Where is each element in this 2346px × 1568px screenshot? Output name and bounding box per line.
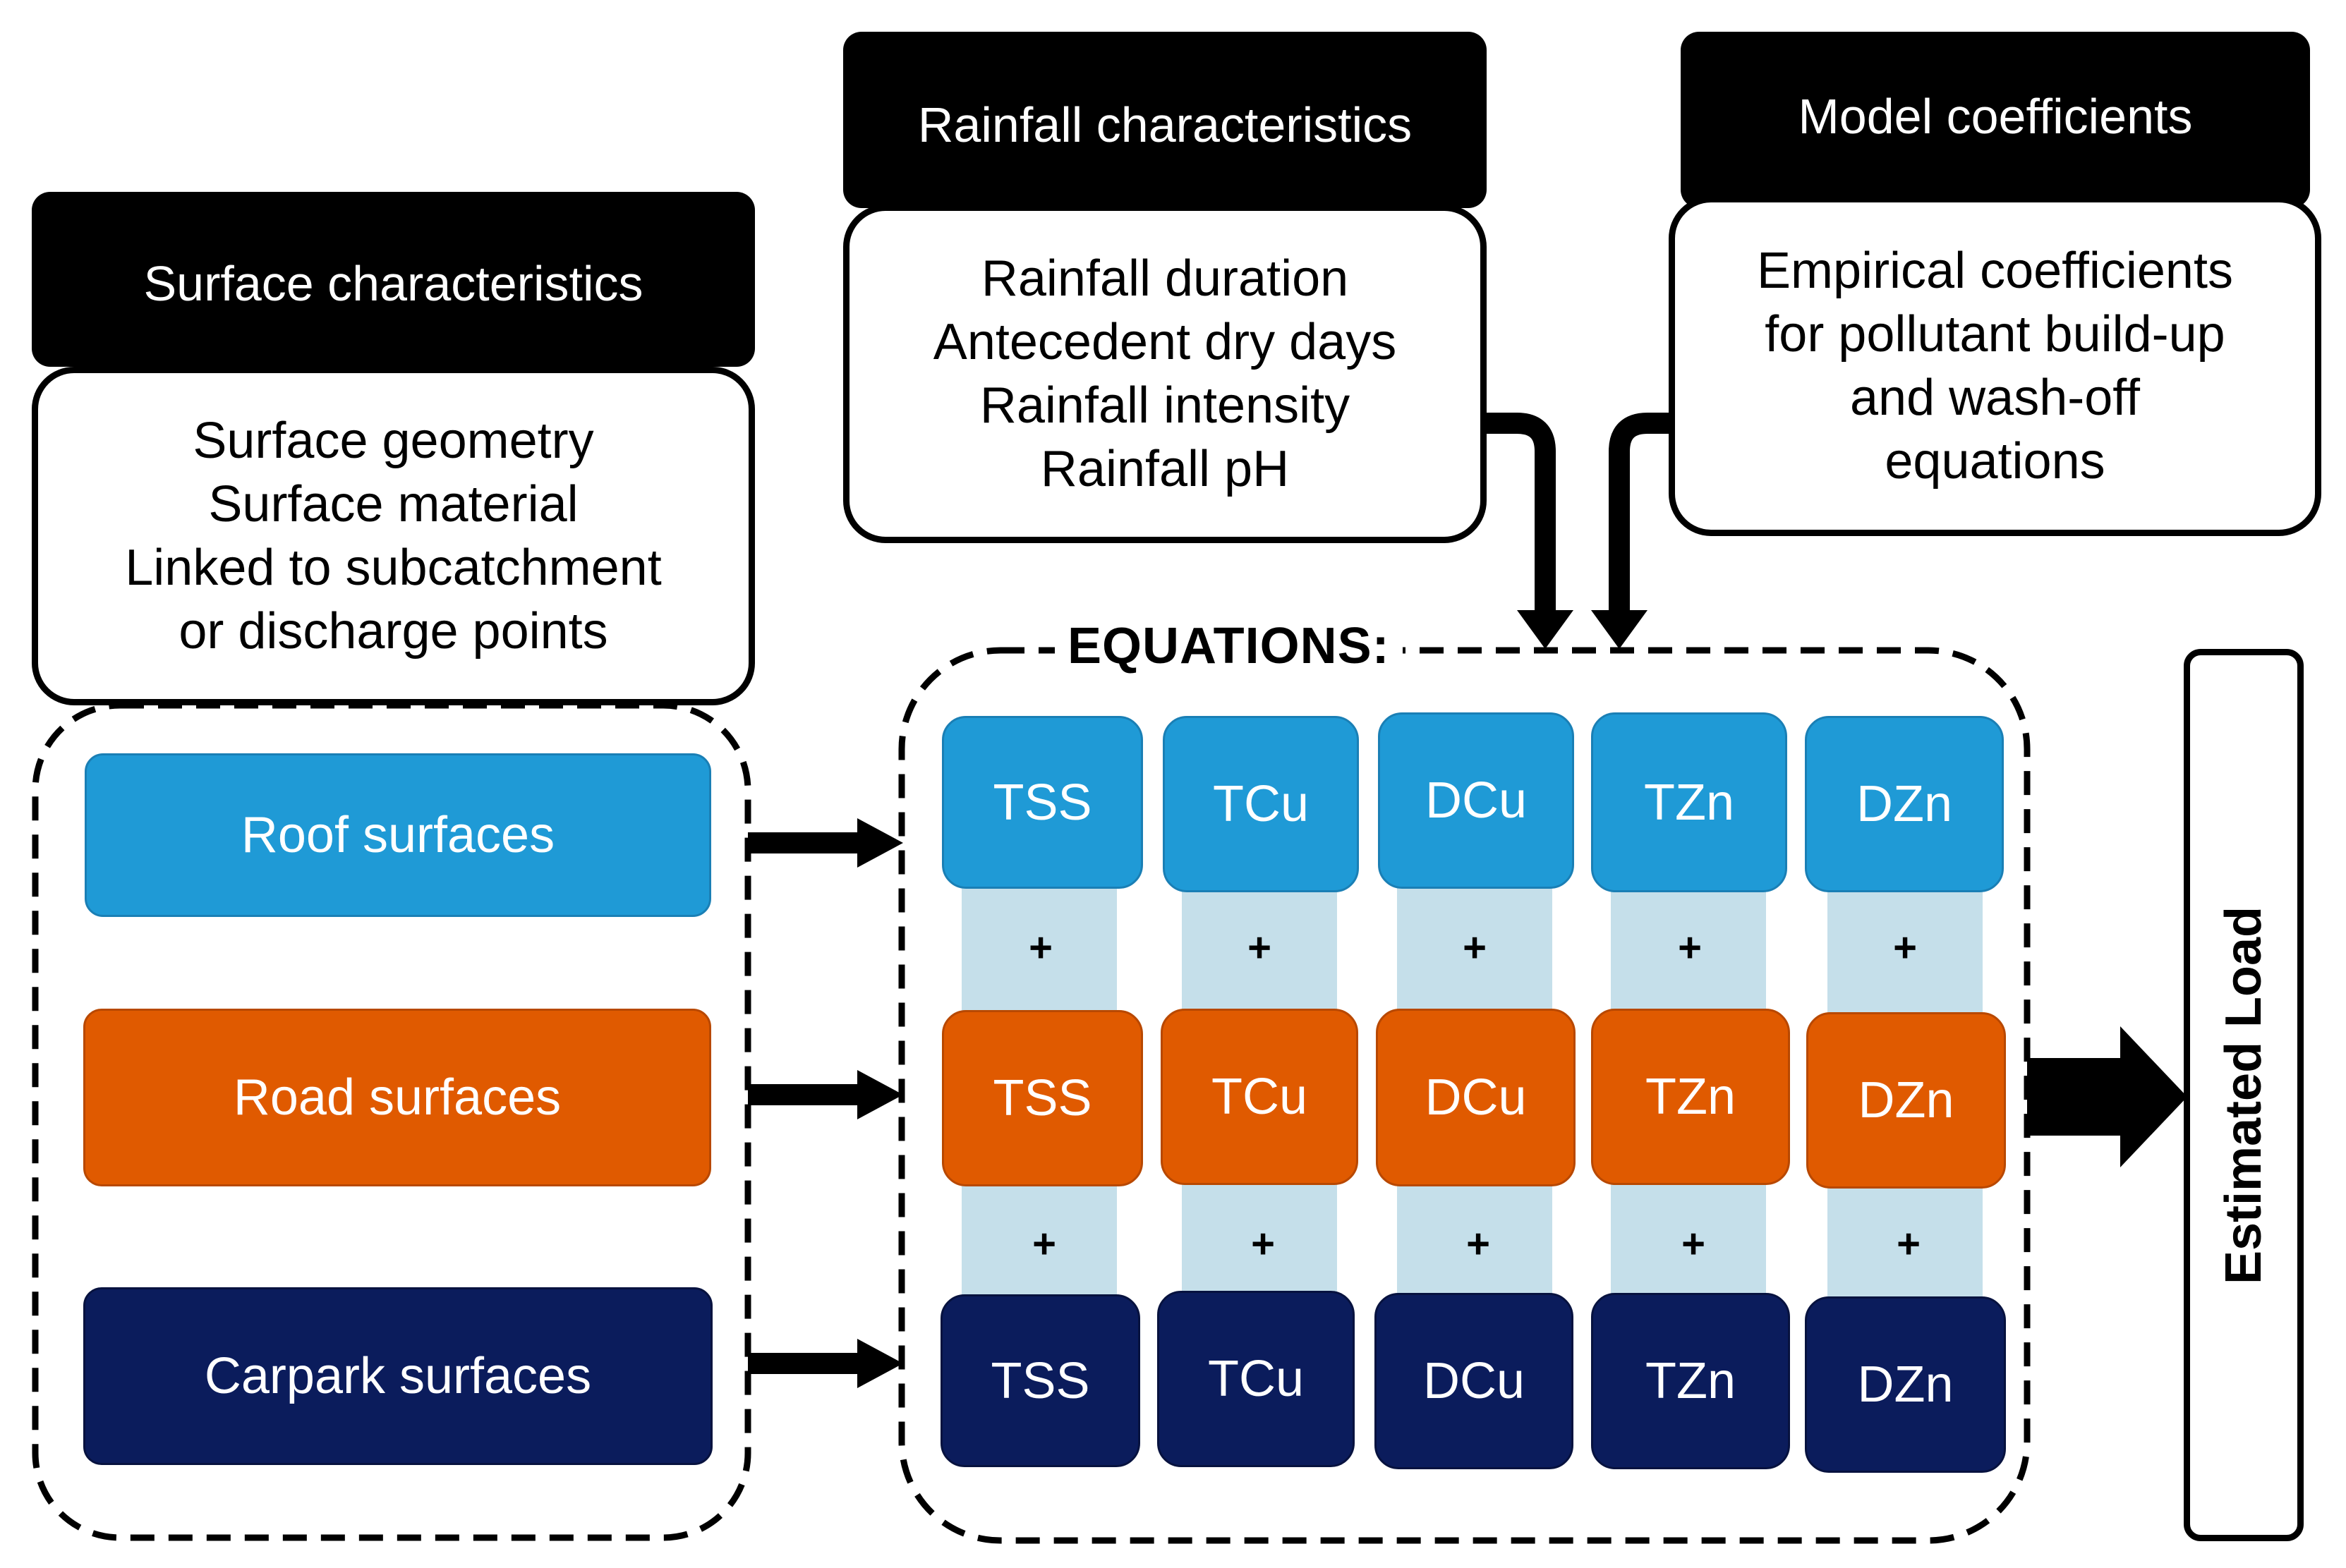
rainfall-item: Antecedent dry days <box>933 314 1397 370</box>
connector-band <box>1397 885 1552 1012</box>
connector-band <box>1611 885 1766 1012</box>
plus-operator: + <box>1463 925 1487 971</box>
pollutant-label: DZn <box>1856 776 1953 832</box>
surface-item: Surface material <box>208 476 579 533</box>
roof-dzn-cell: DZn <box>1805 716 2004 892</box>
model-coefficients-header: Model coefficients <box>1681 32 2310 208</box>
pollutant-label: TCu <box>1211 1069 1308 1125</box>
connector-band <box>1182 1181 1337 1301</box>
pollutant-label: TZn <box>1643 774 1734 831</box>
connector-band <box>1397 1181 1552 1301</box>
rainfall-item: Rainfall duration <box>981 250 1349 307</box>
pollutant-label: DZn <box>1858 1072 1954 1129</box>
roof-surfaces-label: Roof surfaces <box>241 807 555 863</box>
carpark-dcu-cell: DCu <box>1374 1293 1573 1469</box>
coefficients-item: and wash-off <box>1850 370 2140 426</box>
plus-operator: + <box>1251 1221 1275 1267</box>
rainfall-item: Rainfall intensity <box>979 377 1350 434</box>
connector-band <box>962 885 1117 1012</box>
roof-arrow <box>748 818 903 868</box>
roof-tzn-cell: TZn <box>1591 712 1787 892</box>
plus-operator: + <box>1029 925 1053 971</box>
plus-operator: + <box>1893 925 1917 971</box>
model-coefficients-title: Model coefficients <box>1798 89 2193 144</box>
plus-operator: + <box>1466 1221 1490 1267</box>
rainfall-item: Rainfall pH <box>1040 441 1290 497</box>
plus-operator: + <box>1247 925 1271 971</box>
coefficients-item: for pollutant build-up <box>1765 306 2225 363</box>
connector-band <box>1827 1181 1983 1301</box>
surface-characteristics-title: Surface characteristics <box>143 256 643 311</box>
carpark-tcu-cell: TCu <box>1157 1291 1355 1467</box>
surface-item: or discharge points <box>179 603 608 660</box>
road-tcu-cell: TCu <box>1161 1009 1358 1185</box>
road-tzn-cell: TZn <box>1591 1009 1790 1185</box>
pollutant-label: TSS <box>993 1070 1092 1126</box>
pollutant-label: TCu <box>1207 1351 1305 1407</box>
plus-operator: + <box>1897 1221 1921 1267</box>
roof-tss-cell: TSS <box>942 716 1143 889</box>
carpark-dzn-cell: DZn <box>1805 1296 2006 1473</box>
connector-band <box>962 1181 1117 1301</box>
pollutant-label: TCu <box>1212 776 1310 832</box>
carpark-tzn-cell: TZn <box>1591 1293 1790 1469</box>
plus-operator: + <box>1032 1221 1056 1267</box>
output-arrow <box>2027 1026 2187 1167</box>
surface-characteristics-header: Surface characteristics <box>32 192 755 367</box>
surfaces-dashed-container <box>32 702 751 1541</box>
rainfall-characteristics-box: Rainfall duration Antecedent dry days Ra… <box>843 205 1487 543</box>
surface-item: Linked to subcatchment <box>125 540 662 596</box>
model-coefficients-box: Empirical coefficients for pollutant bui… <box>1669 196 2321 536</box>
coefficients-arrow <box>1609 413 1669 614</box>
rainfall-characteristics-title: Rainfall characteristics <box>917 97 1413 152</box>
coefficients-item: Empirical coefficients <box>1757 243 2233 299</box>
rainfall-characteristics-header: Rainfall characteristics <box>843 32 1487 208</box>
road-surfaces-label: Road surfaces <box>233 1069 562 1126</box>
roof-dcu-cell: DCu <box>1378 712 1574 889</box>
pollutant-label: DCu <box>1425 772 1528 829</box>
estimated-load-box: Estimated Load <box>2184 649 2304 1541</box>
roof-surfaces-box: Roof surfaces <box>85 753 711 917</box>
surface-item: Surface geometry <box>193 413 594 469</box>
roof-tcu-cell: TCu <box>1163 716 1359 892</box>
pollutant-label: DZn <box>1857 1356 1954 1413</box>
coefficients-item: equations <box>1885 433 2105 490</box>
carpark-surfaces-label: Carpark surfaces <box>204 1348 592 1404</box>
plus-operator: + <box>1678 925 1702 971</box>
connector-band <box>1611 1181 1766 1301</box>
surface-characteristics-box: Surface geometry Surface material Linked… <box>32 367 755 705</box>
pollutant-label: DCu <box>1425 1069 1527 1126</box>
pollutant-label: TZn <box>1645 1353 1736 1409</box>
estimated-load-label: Estimated Load <box>2215 906 2272 1284</box>
connector-band <box>1182 885 1337 1012</box>
carpark-arrow <box>748 1339 903 1388</box>
carpark-tss-cell: TSS <box>941 1294 1140 1467</box>
road-surfaces-box: Road surfaces <box>83 1009 711 1186</box>
rainfall-arrow <box>1482 413 1556 614</box>
road-dcu-cell: DCu <box>1376 1009 1576 1186</box>
connector-band <box>1827 885 1983 1012</box>
road-dzn-cell: DZn <box>1806 1012 2006 1189</box>
plus-operator: + <box>1681 1221 1705 1267</box>
pollutant-label: TSS <box>991 1352 1090 1409</box>
road-tss-cell: TSS <box>942 1010 1143 1186</box>
equations-label: EQUATIONS: <box>1055 617 1403 675</box>
pollutant-label: TZn <box>1645 1069 1736 1125</box>
road-arrow <box>748 1070 903 1119</box>
carpark-surfaces-box: Carpark surfaces <box>83 1287 713 1465</box>
pollutant-label: TSS <box>993 774 1092 831</box>
pollutant-label: DCu <box>1422 1353 1525 1409</box>
